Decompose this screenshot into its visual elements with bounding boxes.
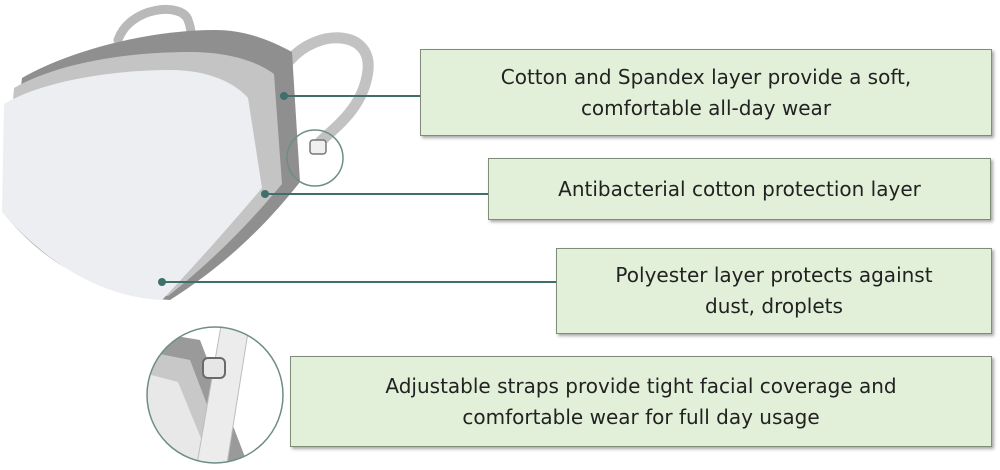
leader-dot-antibacterial	[261, 190, 269, 198]
callout-spandex-line1: Cotton and Spandex layer provide a soft,	[500, 64, 912, 89]
front-ear-strap	[284, 32, 374, 148]
callout-polyester-line2: dust, droplets	[705, 294, 843, 318]
callout-spandex-layer: Cotton and Spandex layer provide a soft,…	[420, 49, 992, 136]
callout-straps-line2: comfortable wear for full day usage	[462, 404, 820, 429]
callout-spandex-line2: comfortable all-day wear	[580, 95, 832, 120]
mask-front-layer	[2, 70, 262, 300]
strap-adjuster-icon	[309, 139, 327, 155]
callout-straps-line1: Adjustable straps provide tight facial c…	[385, 373, 897, 398]
callout-polyester-line1: Polyester layer protects against	[615, 263, 933, 287]
leader-dot-polyester	[158, 278, 166, 286]
zoom-circle-icon	[286, 129, 344, 187]
strap-detail-zoom	[146, 326, 284, 464]
callout-antibacterial-text: Antibacterial cotton protection layer	[558, 176, 921, 201]
callout-antibacterial-layer: Antibacterial cotton protection layer	[488, 158, 991, 220]
callout-polyester-layer: Polyester layer protects against dust, d…	[556, 248, 992, 334]
leader-dot-spandex	[280, 92, 288, 100]
callout-adjustable-straps: Adjustable straps provide tight facial c…	[290, 356, 992, 447]
